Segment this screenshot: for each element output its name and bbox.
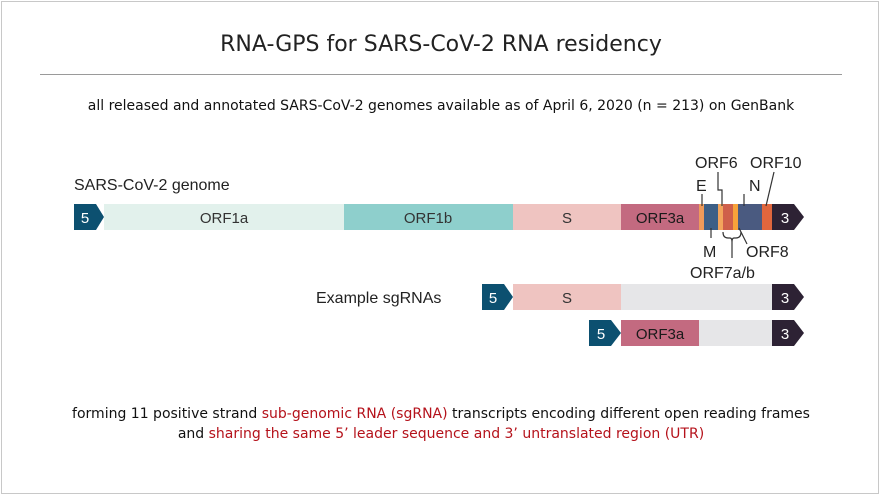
sgrna1-5prime-label: 5	[489, 290, 497, 307]
m-segment	[704, 204, 718, 230]
sgrna2-orf3a-segment	[621, 320, 699, 346]
orf8-text: ORF8	[746, 244, 789, 261]
m-text: M	[703, 244, 716, 261]
genome-5prime-cap	[74, 204, 104, 230]
orf1b-segment	[344, 204, 513, 230]
genome-3prime-cap	[772, 204, 804, 230]
footer-line1-post: transcripts encoding different open read…	[447, 406, 810, 422]
orf1b-label: ORF1b	[404, 210, 452, 227]
sgrna1-s-segment	[513, 284, 621, 310]
sgrna-label: Example sgRNAs	[316, 290, 441, 307]
sgrna2-orf3a-label: ORF3a	[636, 326, 685, 343]
orf6-leader	[717, 172, 723, 206]
orf3a-segment	[621, 204, 699, 230]
n-segment	[738, 204, 762, 230]
n-text: N	[749, 178, 761, 195]
e-segment	[699, 204, 704, 230]
orf7ab-segment	[723, 204, 733, 230]
genome-5prime-label: 5	[81, 210, 89, 227]
footer-caption: forming 11 positive strand sub-genomic R…	[0, 404, 882, 444]
title-divider	[40, 74, 842, 75]
footer-line-2: and sharing the same 5’ leader sequence …	[0, 424, 882, 444]
subtitle: all released and annotated SARS-CoV-2 ge…	[87, 98, 795, 114]
orf1a-label: ORF1a	[200, 210, 249, 227]
orf6-segment	[718, 204, 723, 230]
orf3a-label: ORF3a	[636, 210, 685, 227]
footer-line-1: forming 11 positive strand sub-genomic R…	[0, 404, 882, 424]
orf8-segment	[733, 204, 738, 230]
genome-label: SARS-CoV-2 genome	[74, 177, 230, 194]
sgrna2-gray-segment	[699, 320, 772, 346]
orf1a-segment	[104, 204, 344, 230]
sgrna1-gray-segment	[621, 284, 772, 310]
orf10-segment	[762, 204, 772, 230]
sgrna2-3prime-label: 3	[781, 326, 789, 343]
orf10-text: ORF10	[750, 155, 802, 172]
footer-line2-highlight: sharing the same 5’ leader sequence and …	[208, 426, 705, 442]
orf8-leader	[738, 227, 748, 245]
footer-line2-pre: and	[177, 426, 209, 442]
sgrna2-5prime-label: 5	[597, 326, 605, 343]
sgrna1-s-label: S	[562, 290, 572, 307]
orf7ab-text: ORF7a/b	[690, 265, 755, 282]
sgrna1-3prime-label: 3	[781, 290, 789, 307]
sgrna1-5prime-cap	[482, 284, 513, 310]
genome-3prime-label: 3	[781, 210, 789, 227]
sgrna2-3prime-cap	[772, 320, 804, 346]
e-text: E	[696, 178, 707, 195]
orf6-text: ORF6	[695, 155, 738, 172]
footer-line1-highlight: sub-genomic RNA (sgRNA)	[261, 406, 448, 422]
orf10-leader	[765, 171, 775, 207]
page-title: RNA-GPS for SARS-CoV-2 RNA residency	[220, 32, 662, 57]
orf7ab-brace	[722, 231, 742, 243]
footer-line1-pre: forming 11 positive strand	[72, 406, 262, 422]
s-label: S	[562, 210, 572, 227]
s-segment	[513, 204, 621, 230]
sgrna2-5prime-cap	[589, 320, 621, 346]
sgrna1-3prime-cap	[772, 284, 804, 310]
